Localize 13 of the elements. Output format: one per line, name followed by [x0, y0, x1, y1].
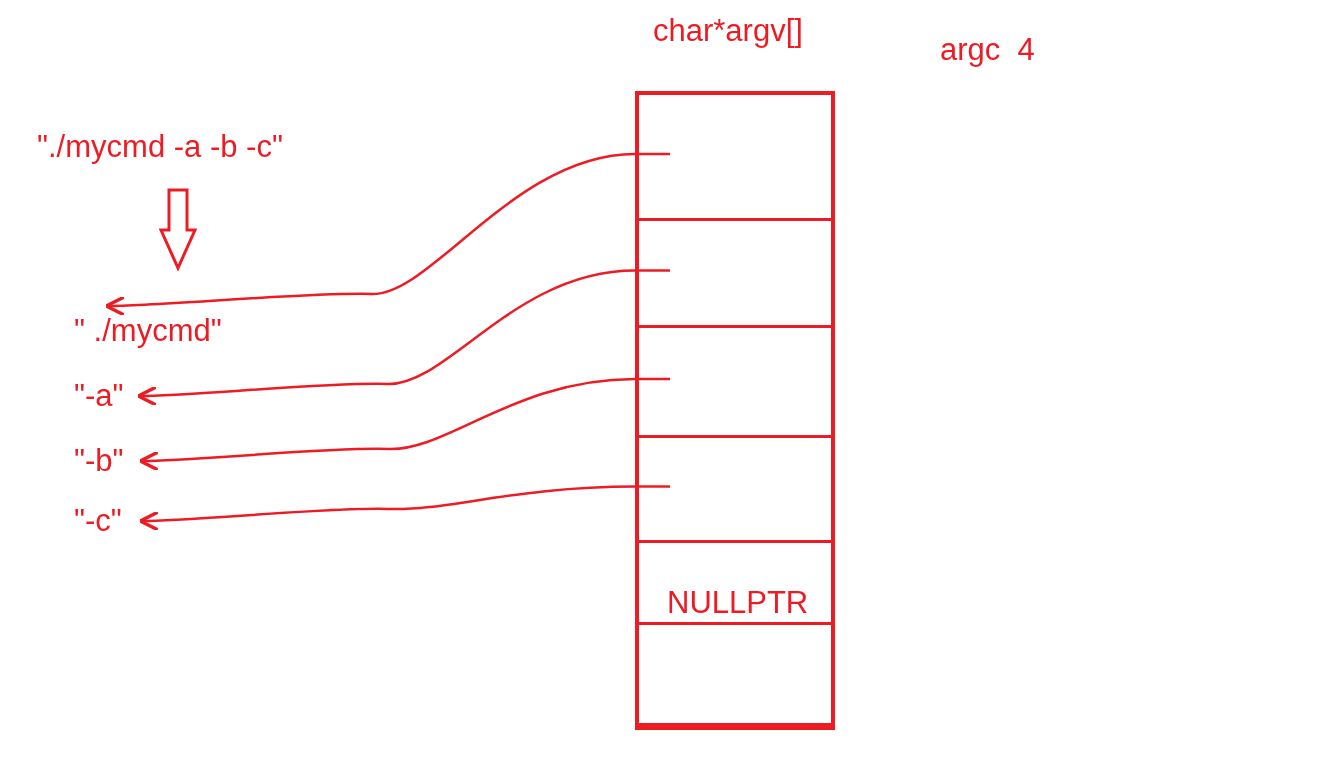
argument-string: "-a" — [74, 378, 124, 414]
argument-string: "-c" — [74, 503, 122, 539]
note-text: argc 4 — [940, 32, 1035, 68]
command-text: "./mycmd -a -b -c" — [37, 129, 283, 165]
array-heading: char*argv[] — [653, 13, 803, 49]
cell-text: NULLPTR — [667, 585, 809, 621]
pointer-arrow — [138, 485, 670, 532]
pointer-arrow — [138, 377, 670, 472]
argument-string: " ./mycmd" — [74, 313, 222, 349]
argument-string: "-b" — [74, 443, 124, 479]
pointer-arrow — [104, 152, 670, 317]
pointer-arrow — [136, 269, 670, 407]
block-arrow — [158, 188, 198, 272]
